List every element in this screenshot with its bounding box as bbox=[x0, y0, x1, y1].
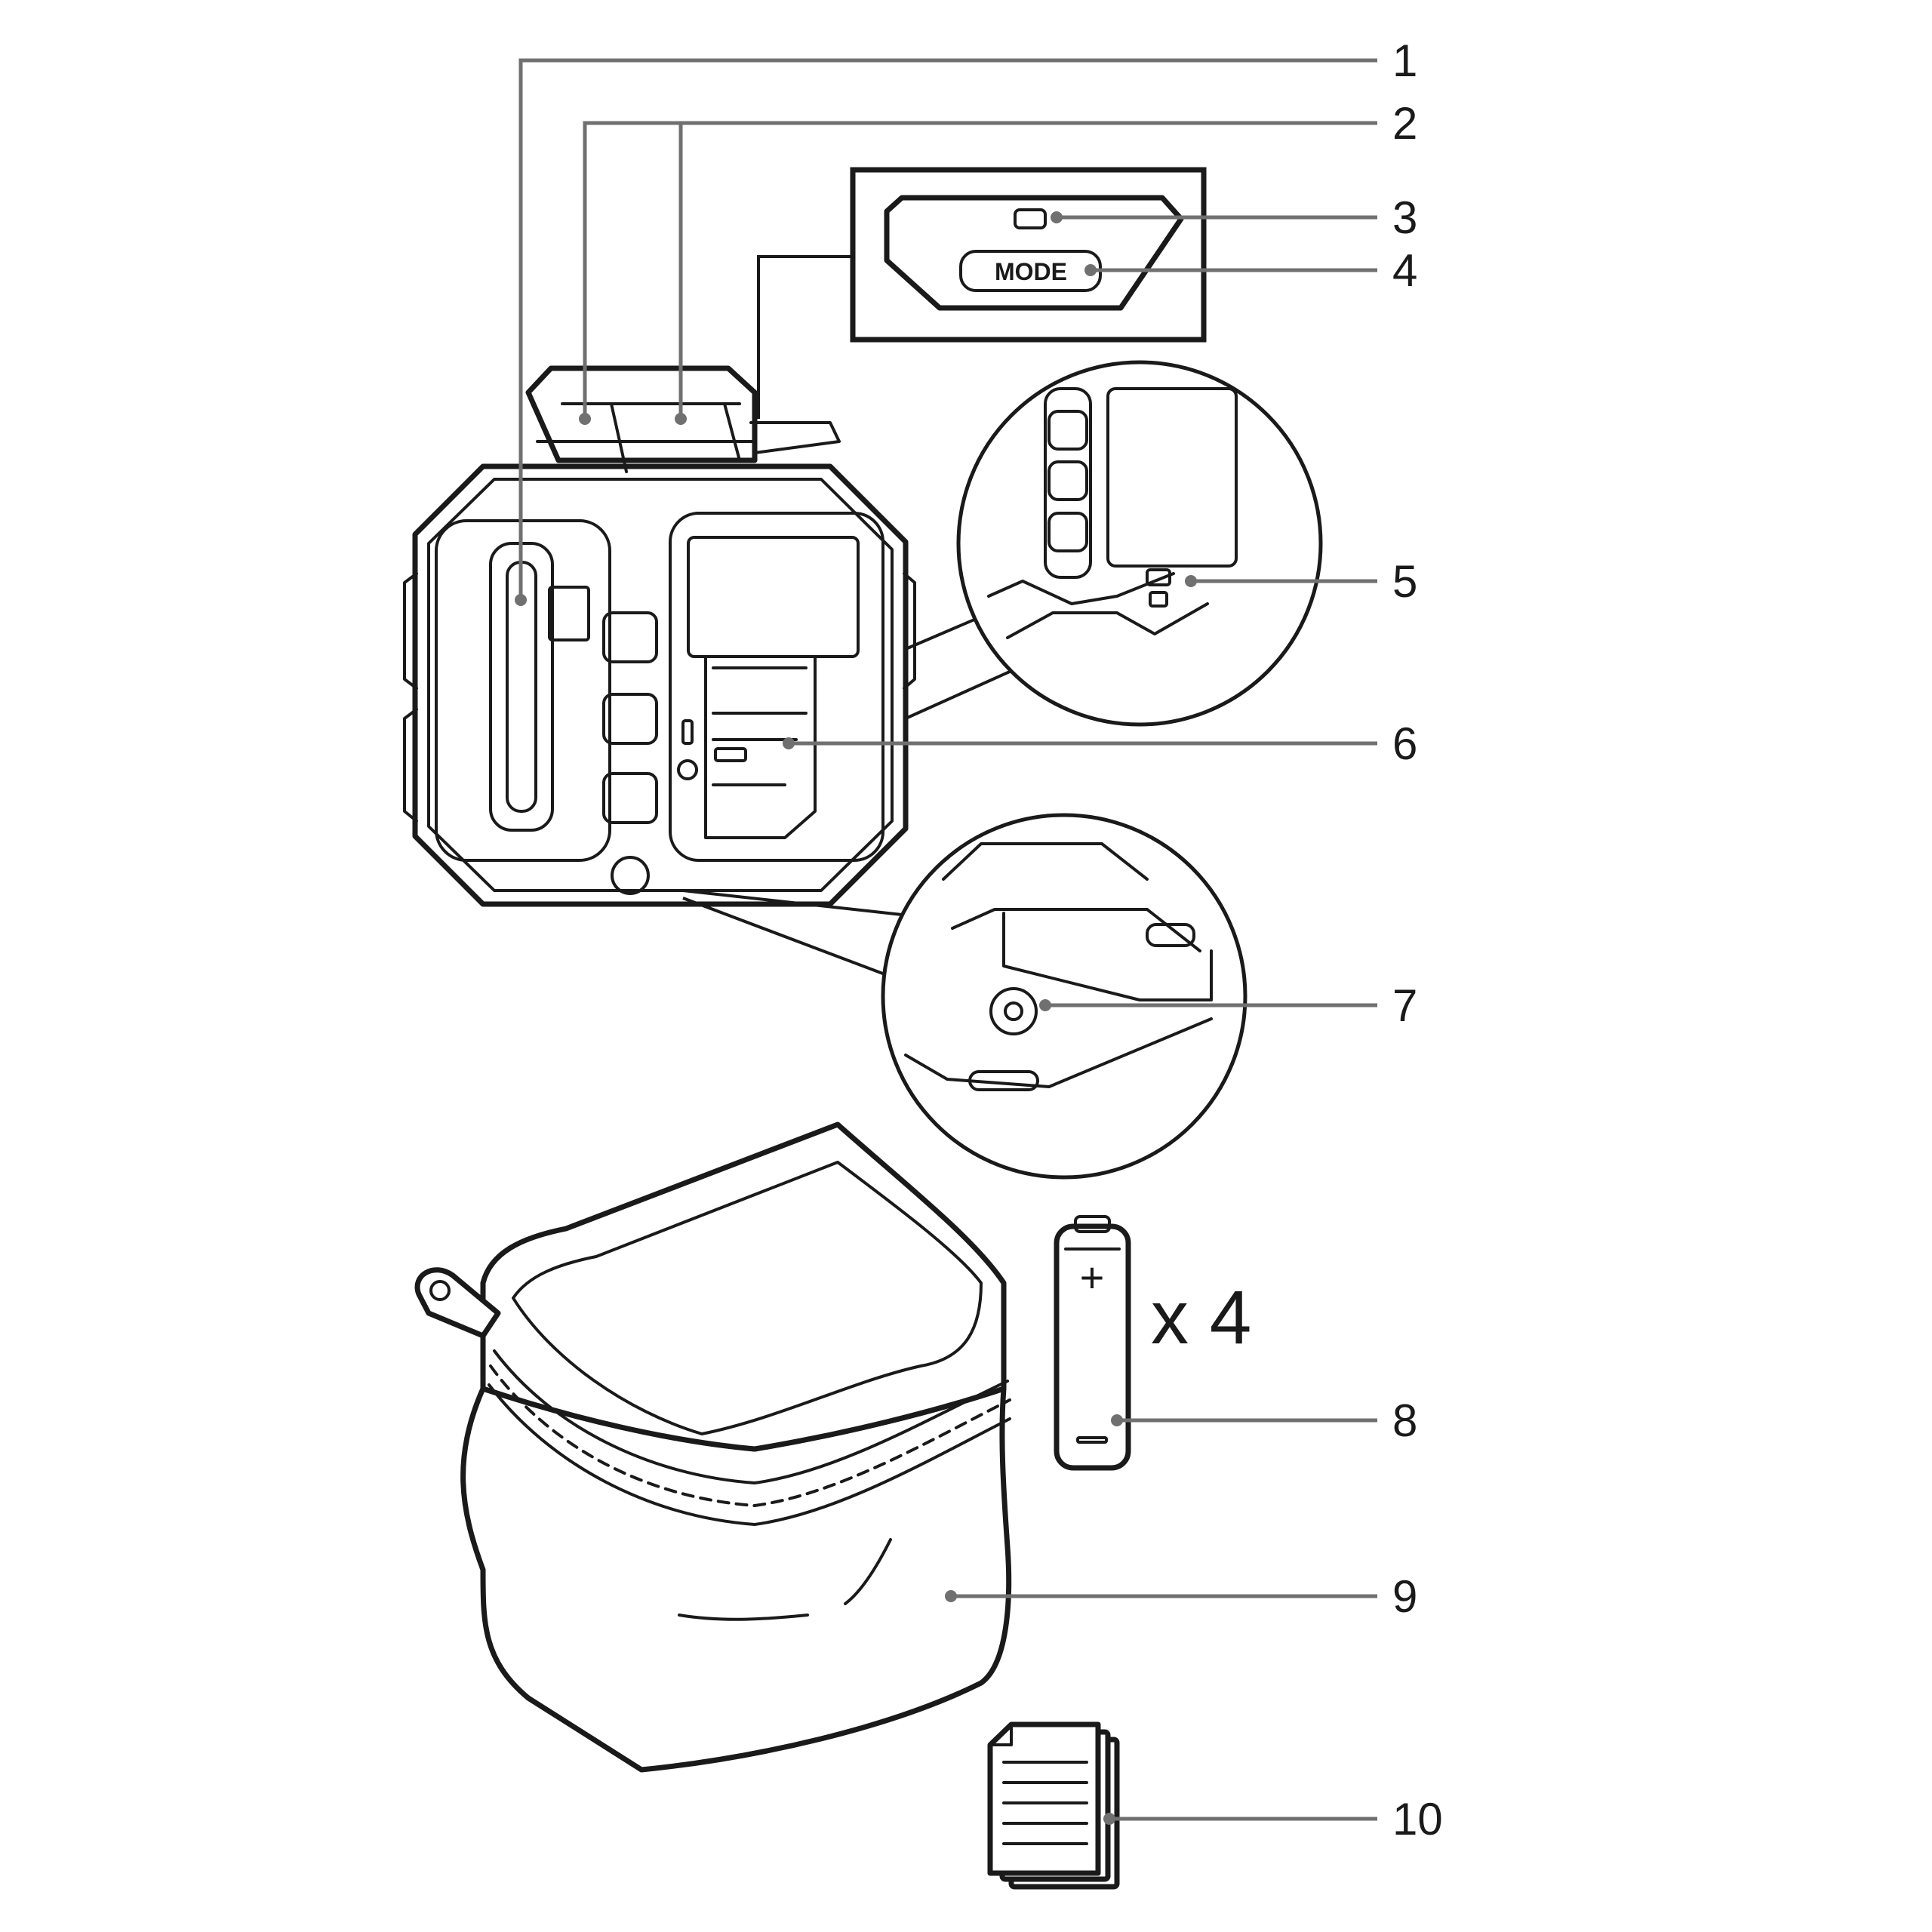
leader-2 bbox=[583, 121, 1377, 419]
battery-plus-sign: + bbox=[1080, 1254, 1105, 1301]
documentation-stack bbox=[987, 1721, 1120, 1890]
callout-9: 9 bbox=[1392, 1571, 1417, 1622]
battery-lock-detail bbox=[905, 360, 1323, 727]
callout-5: 5 bbox=[1392, 556, 1417, 607]
mode-button-label: MODE bbox=[995, 258, 1067, 285]
callout-numbers: 1 2 3 4 5 6 7 8 9 10 bbox=[1392, 35, 1443, 1844]
zipper-pull[interactable] bbox=[414, 1267, 501, 1339]
carrying-pouch bbox=[414, 1121, 1012, 1773]
battery-quantity-label: x 4 bbox=[1151, 1275, 1251, 1360]
battery-lock-switch bbox=[1146, 568, 1171, 586]
callout-1: 1 bbox=[1392, 35, 1417, 86]
callout-10: 10 bbox=[1392, 1794, 1443, 1844]
callout-6: 6 bbox=[1392, 718, 1417, 769]
callout-7: 7 bbox=[1392, 980, 1417, 1031]
leader-1 bbox=[518, 58, 1377, 600]
control-panel-inset: MODE bbox=[757, 167, 1207, 419]
callout-8: 8 bbox=[1392, 1395, 1417, 1446]
callout-2: 2 bbox=[1392, 98, 1417, 149]
laser-level-body bbox=[403, 365, 916, 907]
callout-4: 4 bbox=[1392, 245, 1417, 296]
aa-battery: + x 4 bbox=[1054, 1215, 1251, 1471]
power-led-indicator bbox=[1014, 208, 1047, 229]
tripod-thread-mount bbox=[989, 987, 1038, 1035]
callout-3: 3 bbox=[1392, 192, 1417, 243]
tripod-mount-detail bbox=[682, 813, 1247, 1180]
callout-leaders bbox=[515, 58, 1377, 1825]
